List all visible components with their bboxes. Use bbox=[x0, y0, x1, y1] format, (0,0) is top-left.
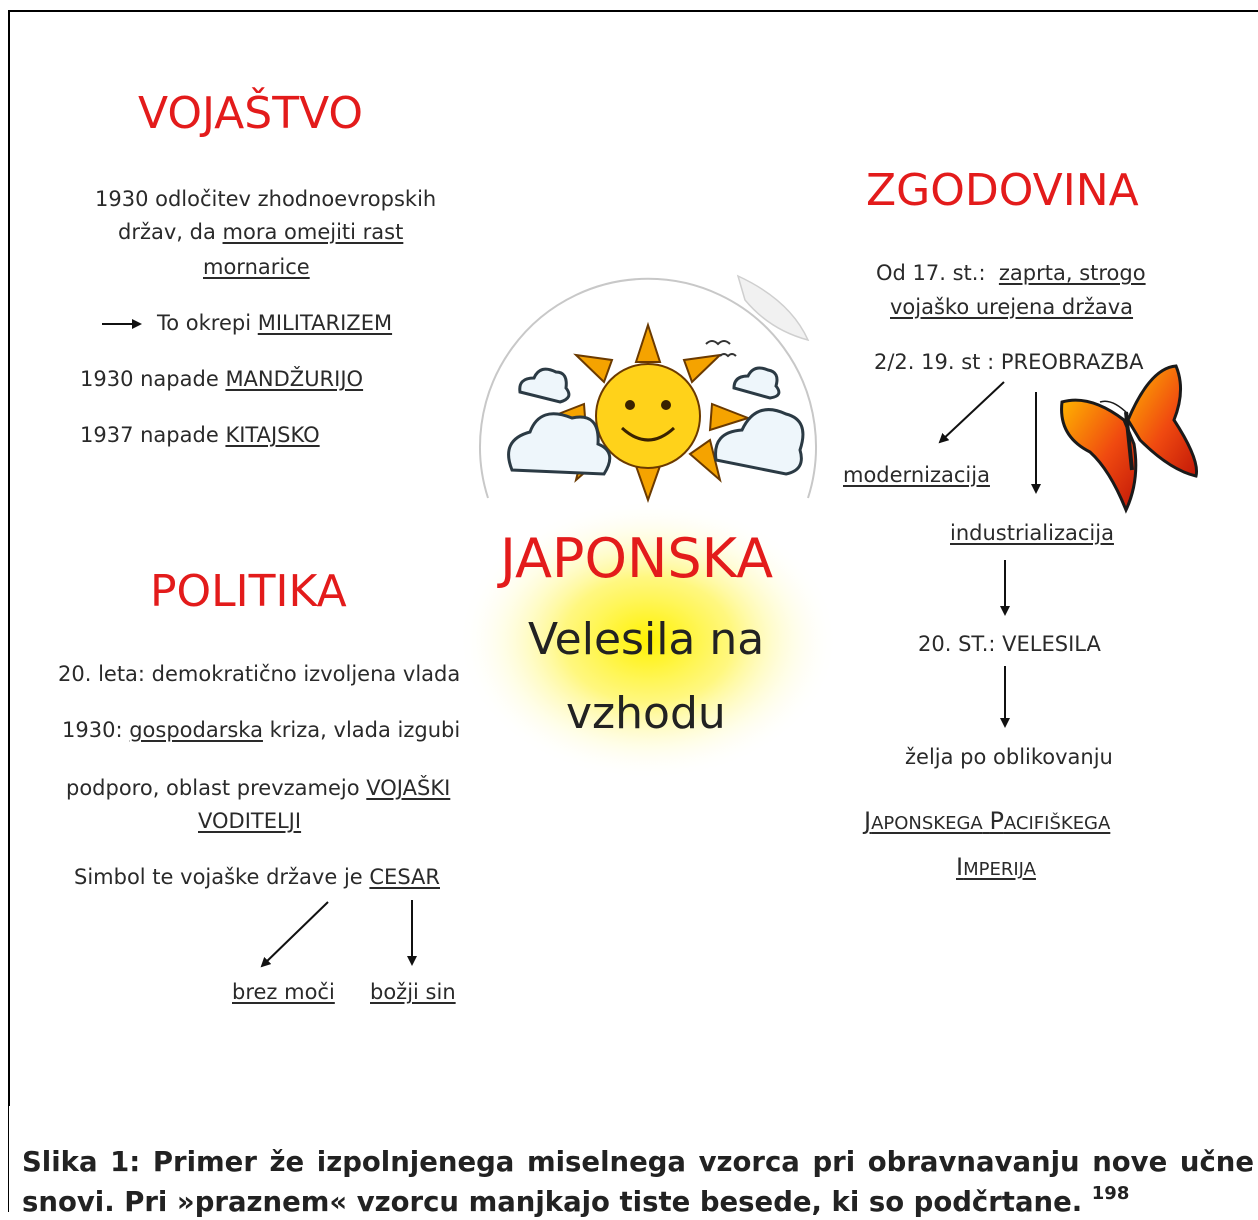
zgodovina-line: Od 17. st.: zaprta, strogo bbox=[876, 261, 1146, 285]
figure-frame bbox=[8, 10, 1258, 1106]
underlined-term: VOJAŠKI bbox=[366, 776, 451, 800]
arrow-modernizacija bbox=[938, 381, 1005, 444]
butterfly-icon bbox=[1060, 364, 1199, 514]
underlined-term: VODITELJI bbox=[198, 809, 302, 833]
vojastvo-line: 1930 napade MANDŽURIJO bbox=[80, 367, 364, 391]
center-glow bbox=[458, 500, 838, 780]
underlined-term: zaprta, strogo bbox=[998, 261, 1146, 285]
zgodovina-line: 20. ST.: VELESILA bbox=[918, 632, 1101, 656]
cloud-icon bbox=[507, 366, 805, 476]
figure-caption: Slika 1: Primer že izpolnjenega miselneg… bbox=[22, 1146, 1254, 1178]
underlined-term: mornarice bbox=[203, 255, 310, 279]
bird-icon bbox=[705, 340, 737, 358]
vojastvo-heading: VOJAŠTVO bbox=[138, 88, 364, 139]
underlined-term: KITAJSKO bbox=[225, 423, 320, 447]
underlined-term: modernizacija bbox=[843, 463, 990, 487]
sun-sticker bbox=[479, 274, 817, 504]
connector-arrows bbox=[102, 319, 1041, 968]
politika-line: podporo, oblast prevzamejo VOJAŠKI bbox=[66, 776, 451, 800]
vojastvo-line: 1937 napade KITAJSKO bbox=[80, 423, 320, 447]
underlined-term: gospodarska bbox=[129, 718, 263, 742]
center-subtitle: vzhodu bbox=[566, 688, 726, 739]
center-title: JAPONSKA bbox=[500, 527, 774, 590]
underlined-term: MANDŽURIJO bbox=[225, 367, 364, 391]
underlined-term: božji sin bbox=[370, 980, 456, 1004]
vojastvo-line: To okrepi MILITARIZEM bbox=[157, 311, 393, 335]
politika-line: 20. leta: demokratično izvoljena vlada bbox=[58, 662, 461, 686]
underlined-term: IMPERIJA bbox=[956, 853, 1036, 881]
underlined-term: brez moči bbox=[232, 980, 335, 1004]
underlined-term: JAPONSKEGA PACIFIŠKEGA bbox=[864, 807, 1111, 835]
zgodovina-line: 2/2. 19. st : PREOBRAZBA bbox=[874, 350, 1144, 374]
center-subtitle: Velesila na bbox=[528, 614, 765, 665]
underlined-term: industrializacija bbox=[950, 521, 1114, 545]
zgodovina-line: želja po oblikovanju bbox=[905, 745, 1113, 769]
underlined-term: CESAR bbox=[369, 865, 440, 889]
vojastvo-line: držav, da mora omejiti rast bbox=[118, 220, 404, 244]
footnote-marker: 198 bbox=[1091, 1183, 1130, 1204]
politika-heading: POLITIKA bbox=[150, 566, 347, 617]
vojastvo-line: 1930 odločitev zhodnoevropskih bbox=[95, 187, 437, 211]
underlined-term: mora omejiti rast bbox=[222, 220, 404, 244]
underlined-term: MILITARIZEM bbox=[257, 311, 393, 335]
sun-icon bbox=[544, 321, 752, 504]
underlined-term: vojaško urejena država bbox=[890, 295, 1134, 319]
frame-edge bbox=[8, 1106, 9, 1212]
politika-line: 1930: gospodarska kriza, vlada izgubi bbox=[62, 718, 461, 742]
zgodovina-heading: ZGODOVINA bbox=[866, 165, 1139, 216]
politika-line: Simbol te vojaške države je CESAR bbox=[74, 865, 440, 889]
arrow-brez-moci bbox=[260, 901, 329, 968]
figure-caption-line2: snovi. Pri »praznem« vzorcu manjkajo tis… bbox=[22, 1183, 1130, 1219]
